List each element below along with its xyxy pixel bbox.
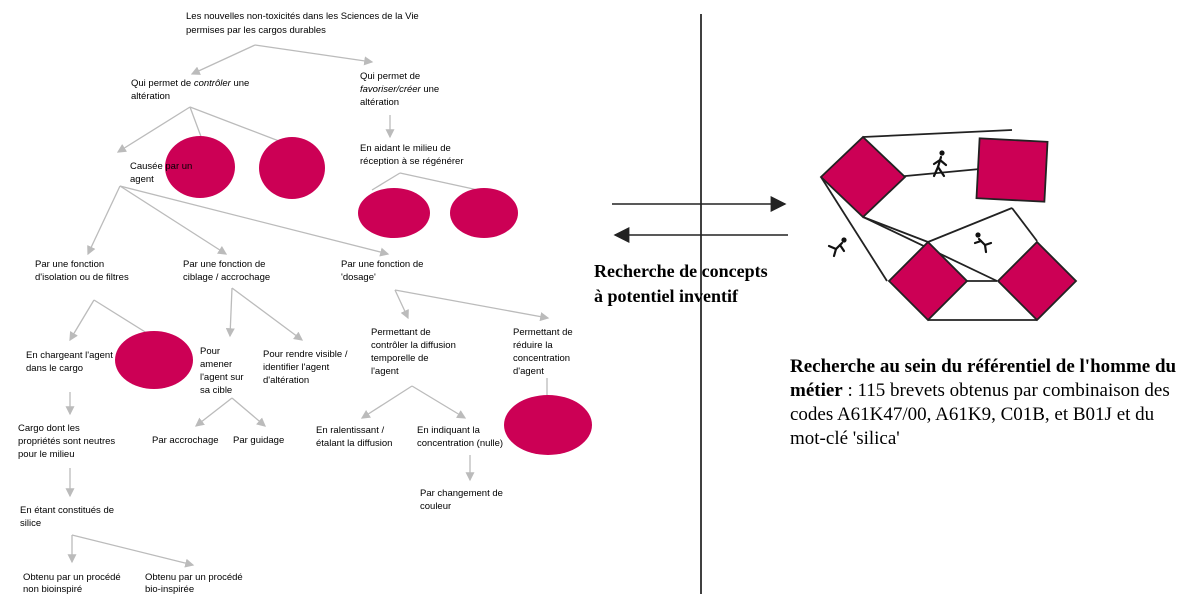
targeting-line-1: Par une fonction de (183, 259, 265, 270)
nonbio-line-1: Obtenu par un procédé (23, 572, 121, 583)
concept-node-bottom-right (996, 240, 1078, 322)
blob-helping-1 (358, 188, 430, 238)
cargo-neutral-line-2: propriétés sont neutres (18, 436, 115, 447)
blob-loading (115, 331, 193, 389)
concept-node-top-right (975, 137, 1049, 203)
favor-line-2: favoriser/créer une (360, 84, 439, 95)
tree-labels: Les nouvelles non-toxicités dans les Sci… (18, 11, 573, 594)
temporal-line-2: contrôler la diffusion (371, 340, 456, 351)
concept-node-top-left (819, 135, 907, 219)
blob-helping-2 (450, 188, 518, 238)
helping-line-2: réception à se régénérer (360, 156, 464, 167)
reduce-line-2: réduire la (513, 340, 553, 351)
reduce-line-4: d'agent (513, 366, 544, 377)
blob-reduce (504, 395, 592, 455)
cargo-neutral-line-3: pour le milieu (18, 449, 75, 460)
dosage-line-1: Par une fonction de (341, 259, 423, 270)
temporal-line-4: l'agent (371, 366, 399, 377)
blob-control-2 (259, 137, 325, 199)
color-change-line-2: couleur (420, 501, 451, 512)
falling-person-icon (973, 232, 993, 254)
middle-label-line-2: à potentiel inventif (594, 286, 739, 306)
root-line-2: permises par les cargos durables (186, 25, 326, 36)
visible-line-2: identifier l'agent (263, 362, 330, 373)
loading-line-2: dans le cargo (26, 363, 83, 374)
helping-line-1: En aidant le milieu de (360, 143, 451, 154)
search-description-bold: Recherche au sein du référentiel de l'ho… (790, 356, 1177, 401)
control-line-1: Qui permet de contrôler une (131, 78, 249, 89)
dosage-line-2: 'dosage' (341, 272, 376, 283)
silica-line-1: En étant constitués de (20, 505, 114, 516)
loading-line-1: En chargeant l'agent (26, 350, 113, 361)
favor-line-3: altération (360, 97, 399, 108)
root-line-1: Les nouvelles non-toxicités dans les Sci… (186, 11, 419, 22)
caused-line-1: Causée par un (130, 161, 192, 172)
control-line-2: altération (131, 91, 170, 102)
slowing-line-1: En ralentissant / (316, 425, 384, 436)
bring-line-1: Pour (200, 346, 220, 357)
bio-line-2: bio-inspirée (145, 584, 194, 594)
cargo-neutral-line-1: Cargo dont les (18, 423, 80, 434)
caused-line-2: agent (130, 174, 154, 185)
middle-label-line-1: Recherche de concepts (594, 261, 768, 281)
blob-control-1 (165, 136, 235, 198)
guide-label: Par guidage (233, 435, 284, 446)
favor-line-1: Qui permet de (360, 71, 420, 82)
slowing-line-2: étalant la diffusion (316, 438, 392, 449)
tree-connectors (65, 44, 550, 568)
search-description: Recherche au sein du référentiel de l'ho… (790, 355, 1189, 451)
bring-line-2: amener (200, 359, 232, 370)
search-description-rest: : 115 brevets obtenus par combinaison de… (790, 380, 1170, 449)
concept-network (819, 129, 1078, 322)
concept-node-bottom-left (887, 240, 969, 322)
visible-line-3: d'altération (263, 375, 309, 386)
temporal-line-1: Permettant de (371, 327, 431, 338)
falling-person-icon (827, 237, 847, 258)
color-change-line-1: Par changement de (420, 488, 503, 499)
reduce-line-3: concentration (513, 353, 570, 364)
bring-line-4: sa cible (200, 385, 232, 396)
attach-label: Par accrochage (152, 435, 219, 446)
visible-line-1: Pour rendre visible / (263, 349, 348, 360)
reduce-line-1: Permettant de (513, 327, 573, 338)
indicating-line-1: En indiquant la (417, 425, 481, 436)
indicating-line-2: concentration (nulle) (417, 438, 503, 449)
isolation-line-2: d'isolation ou de filtres (35, 272, 129, 283)
targeting-line-2: ciblage / accrochage (183, 272, 270, 283)
isolation-line-1: Par une fonction (35, 259, 104, 270)
walking-person-icon (932, 150, 948, 178)
bring-line-3: l'agent sur (200, 372, 244, 383)
temporal-line-3: temporelle de (371, 353, 429, 364)
bio-line-1: Obtenu par un procédé (145, 572, 243, 583)
silica-line-2: silice (20, 518, 41, 529)
nonbio-line-2: non bioinspiré (23, 584, 82, 594)
tree-blobs (115, 136, 592, 455)
